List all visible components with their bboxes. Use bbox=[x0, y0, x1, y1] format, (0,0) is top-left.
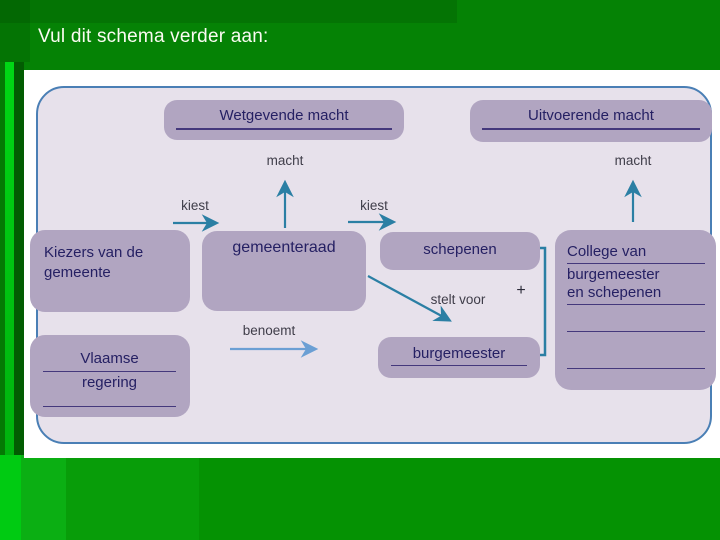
college-blank-line-2 bbox=[567, 368, 705, 369]
burgemeester-label: burgemeester bbox=[390, 345, 528, 366]
box-kiezers-van-de-gemeente: Kiezers van de gemeente bbox=[30, 230, 190, 312]
wetgevende-macht-label: Wetgevende macht bbox=[176, 107, 392, 130]
vlaamse-line2: regering bbox=[81, 374, 138, 391]
label-kiest-right: kiest bbox=[360, 198, 388, 213]
top-dark-corner-decor bbox=[0, 0, 30, 62]
label-macht-right: macht bbox=[614, 153, 652, 168]
box-uitvoerende-macht: Uitvoerende macht bbox=[470, 100, 712, 142]
box-college-van-burgemeester-en-schepenen: College van burgemeester en schepenen bbox=[555, 230, 716, 390]
vlaamse-line1: Vlaamse bbox=[43, 350, 176, 372]
label-stelt-voor: stelt voor bbox=[430, 292, 486, 307]
left-stripe-base-decor bbox=[0, 62, 5, 458]
left-stripe-dark-decor bbox=[14, 62, 24, 458]
slide-title: Vul dit schema verder aan: bbox=[38, 26, 269, 47]
label-benoemt: benoemt bbox=[242, 323, 296, 338]
box-schepenen: schepenen bbox=[380, 232, 540, 270]
label-plus-sign: + bbox=[516, 282, 526, 299]
vlaamse-blank-line bbox=[43, 406, 176, 407]
college-line2: burgemeester bbox=[567, 266, 660, 283]
schepenen-label: schepenen bbox=[423, 241, 497, 258]
bottom-stripe-bright-decor bbox=[0, 455, 21, 540]
bottom-stripe-medium-decor bbox=[21, 455, 66, 540]
uitvoerende-macht-label: Uitvoerende macht bbox=[482, 107, 700, 130]
box-gemeenteraad: gemeenteraad bbox=[202, 231, 366, 311]
label-macht-left: macht bbox=[266, 153, 304, 168]
box-vlaamse-regering: Vlaamse regering bbox=[30, 335, 190, 417]
box-burgemeester: burgemeester bbox=[378, 337, 540, 378]
left-stripe-bright-decor bbox=[5, 62, 14, 458]
college-blank-line-1 bbox=[567, 331, 705, 332]
bottom-stripe-light-decor bbox=[66, 455, 199, 540]
gemeenteraad-label: gemeenteraad bbox=[232, 239, 336, 256]
college-line3: en schepenen bbox=[567, 284, 705, 305]
box-wetgevende-macht: Wetgevende macht bbox=[164, 100, 404, 140]
kiezers-label: Kiezers van de gemeente bbox=[44, 244, 144, 281]
top-dark-band-decor bbox=[0, 0, 457, 23]
label-kiest-left: kiest bbox=[181, 198, 209, 213]
slide-content-area: Wetgevende macht Uitvoerende macht Kieze… bbox=[24, 70, 720, 458]
college-line1: College van bbox=[567, 243, 705, 264]
